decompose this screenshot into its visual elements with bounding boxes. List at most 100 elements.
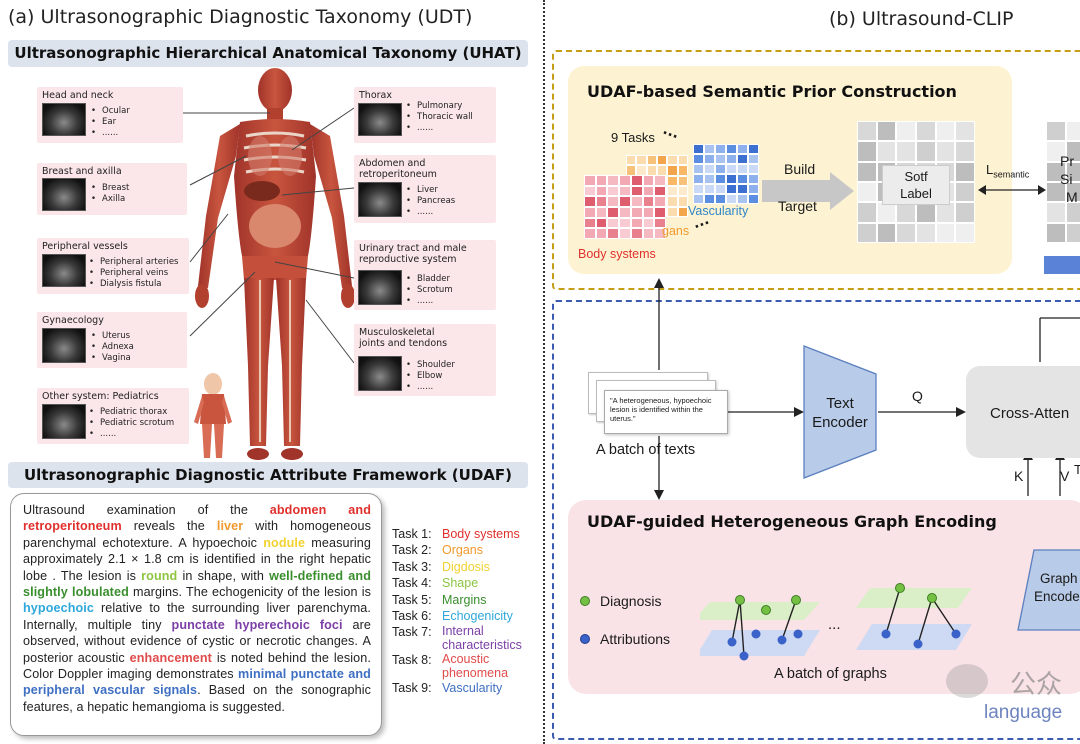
organ-item: Bladder: [406, 274, 453, 285]
report-highlight-body-system: abdomen and retroperitoneum: [23, 503, 371, 534]
figure-pelvis: [242, 256, 308, 280]
build-label: Build: [784, 161, 816, 177]
graph-ellipsis: ...: [828, 616, 841, 633]
leader-lines: [183, 107, 355, 364]
matrix-cell: [584, 228, 596, 239]
cross-attention-box: [966, 366, 1080, 458]
matrix-cell: [626, 155, 637, 166]
matrix-cell: [737, 174, 748, 184]
organ-item: Pediatric thorax: [89, 407, 174, 418]
matrix-cell: [642, 207, 655, 218]
organ-title-line: joints and tendons: [359, 338, 448, 349]
encoder-line: Encode: [1034, 589, 1080, 604]
ultrasound-thumbnail: [42, 178, 86, 211]
organ-item: Elbow: [406, 371, 455, 382]
matrix-cell: [715, 184, 726, 194]
matrix-cell: [876, 121, 897, 142]
task-row: Task 4:Shape: [392, 575, 542, 591]
matrix-cell: [693, 144, 704, 154]
task-name-line: phenomena: [442, 666, 509, 681]
uhat-banner: Ultrasonographic Hierarchical Anatomical…: [8, 40, 528, 67]
report-highlight-acoustic: enhancement: [129, 650, 212, 665]
text-card-front: "A heterogeneous, hypoechoic lesion is i…: [604, 390, 728, 434]
organ-item: Pancreas: [406, 196, 455, 207]
predicted-similarity-matrix: [1046, 121, 1080, 243]
organ-box-peripheral-vessels: Peripheral vessels Peripheral arteries P…: [37, 238, 189, 294]
matrix-cell: [935, 222, 956, 243]
organ-list: Ocular Ear ......: [91, 106, 130, 139]
matrix-cell: [726, 154, 737, 164]
matrix-cell: [857, 161, 877, 182]
ultrasound-thumbnail: [42, 254, 86, 287]
report-text: are observed, without evidence of cystic…: [23, 617, 371, 665]
organ-item: ......: [406, 123, 473, 134]
matrix-cell: [595, 175, 608, 186]
organ-box-head-neck: Head and neck Ocular Ear ......: [37, 87, 183, 143]
task-row: Task 5: Margins: [392, 592, 542, 608]
matrix-cell: [916, 202, 936, 223]
report-highlight-shape: round: [141, 568, 178, 583]
matrix-cell: [667, 155, 678, 166]
matrix-cell: [715, 164, 726, 174]
matrix-cell: [642, 228, 655, 239]
organ-title-breast: Breast and axilla: [42, 166, 122, 177]
figure-ribs: [243, 131, 307, 174]
matrix-cell: [630, 196, 643, 207]
prior-construction-header: UDAF-based Semantic Prior Construction: [587, 82, 957, 101]
task-name: Vascularity: [442, 681, 503, 696]
matrix-cell: [667, 206, 678, 217]
matrix-cell: [704, 194, 715, 204]
report-text: with homogeneous parenchymal echotexture…: [23, 519, 371, 550]
matrix-cell: [595, 207, 608, 218]
matrix-cell: [935, 202, 956, 223]
matrix-cell: [737, 164, 748, 174]
organ-title-head: Head and neck: [42, 90, 114, 101]
matrix-cell: [955, 161, 975, 182]
task-name-line: Internal: [442, 624, 484, 639]
graph-2: [856, 583, 972, 650]
matrix-cell: [630, 217, 643, 229]
matrix-cell: [726, 144, 737, 154]
matrix-cell: [693, 184, 704, 194]
organ-item: Pulmonary: [406, 101, 473, 112]
matrix-cell: [1046, 202, 1066, 223]
organ-item: Dialysis fistula: [89, 279, 178, 290]
organ-item: ......: [91, 128, 130, 139]
matrix-cell: [693, 164, 704, 174]
wechat-icon: [946, 664, 988, 698]
embedding-bar: [1044, 256, 1080, 274]
organs-label-fragment: gans: [662, 224, 690, 238]
matrix-cell: [630, 185, 643, 197]
encoder-line: Graph: [1040, 571, 1078, 586]
matrix-cell: [657, 155, 668, 166]
soft-label-box: Sotf Label: [882, 165, 950, 205]
task-label: Task 3:: [392, 559, 432, 574]
matrix-cell: [876, 222, 897, 243]
task-label: Task 5:: [392, 592, 432, 607]
organ-item: Peripheral veins: [89, 268, 178, 279]
matrix-cell: [619, 217, 631, 229]
task-name: Margins: [442, 592, 487, 607]
matrix-cell: [935, 141, 956, 162]
matrix-cell: [704, 164, 715, 174]
matrix-cell: [857, 182, 877, 203]
predicted-line: Pr: [1060, 153, 1074, 169]
figure-right-arm: [310, 124, 352, 288]
organ-title-gyn: Gynaecology: [42, 315, 104, 326]
matrix-cell: [1066, 121, 1080, 142]
prior-construction-frame: [552, 50, 1080, 290]
matrix-cell: [630, 207, 643, 218]
matrix-cell: [726, 174, 737, 184]
organ-item: Scrotum: [406, 285, 453, 296]
organ-list: Uterus Adnexa Vagina: [91, 331, 134, 364]
matrix-cell: [715, 194, 726, 204]
attribution-node-icon: [580, 634, 590, 644]
organ-item: Vagina: [91, 353, 134, 364]
matrix-cell: [896, 222, 916, 243]
matrix-cell: [636, 155, 647, 166]
matrix-cell: [1046, 141, 1066, 162]
matrix-cell: [916, 121, 936, 142]
organ-item: ......: [406, 296, 453, 307]
report-text: measuring approximately 2.1 × 1.8 cm is …: [23, 535, 371, 583]
